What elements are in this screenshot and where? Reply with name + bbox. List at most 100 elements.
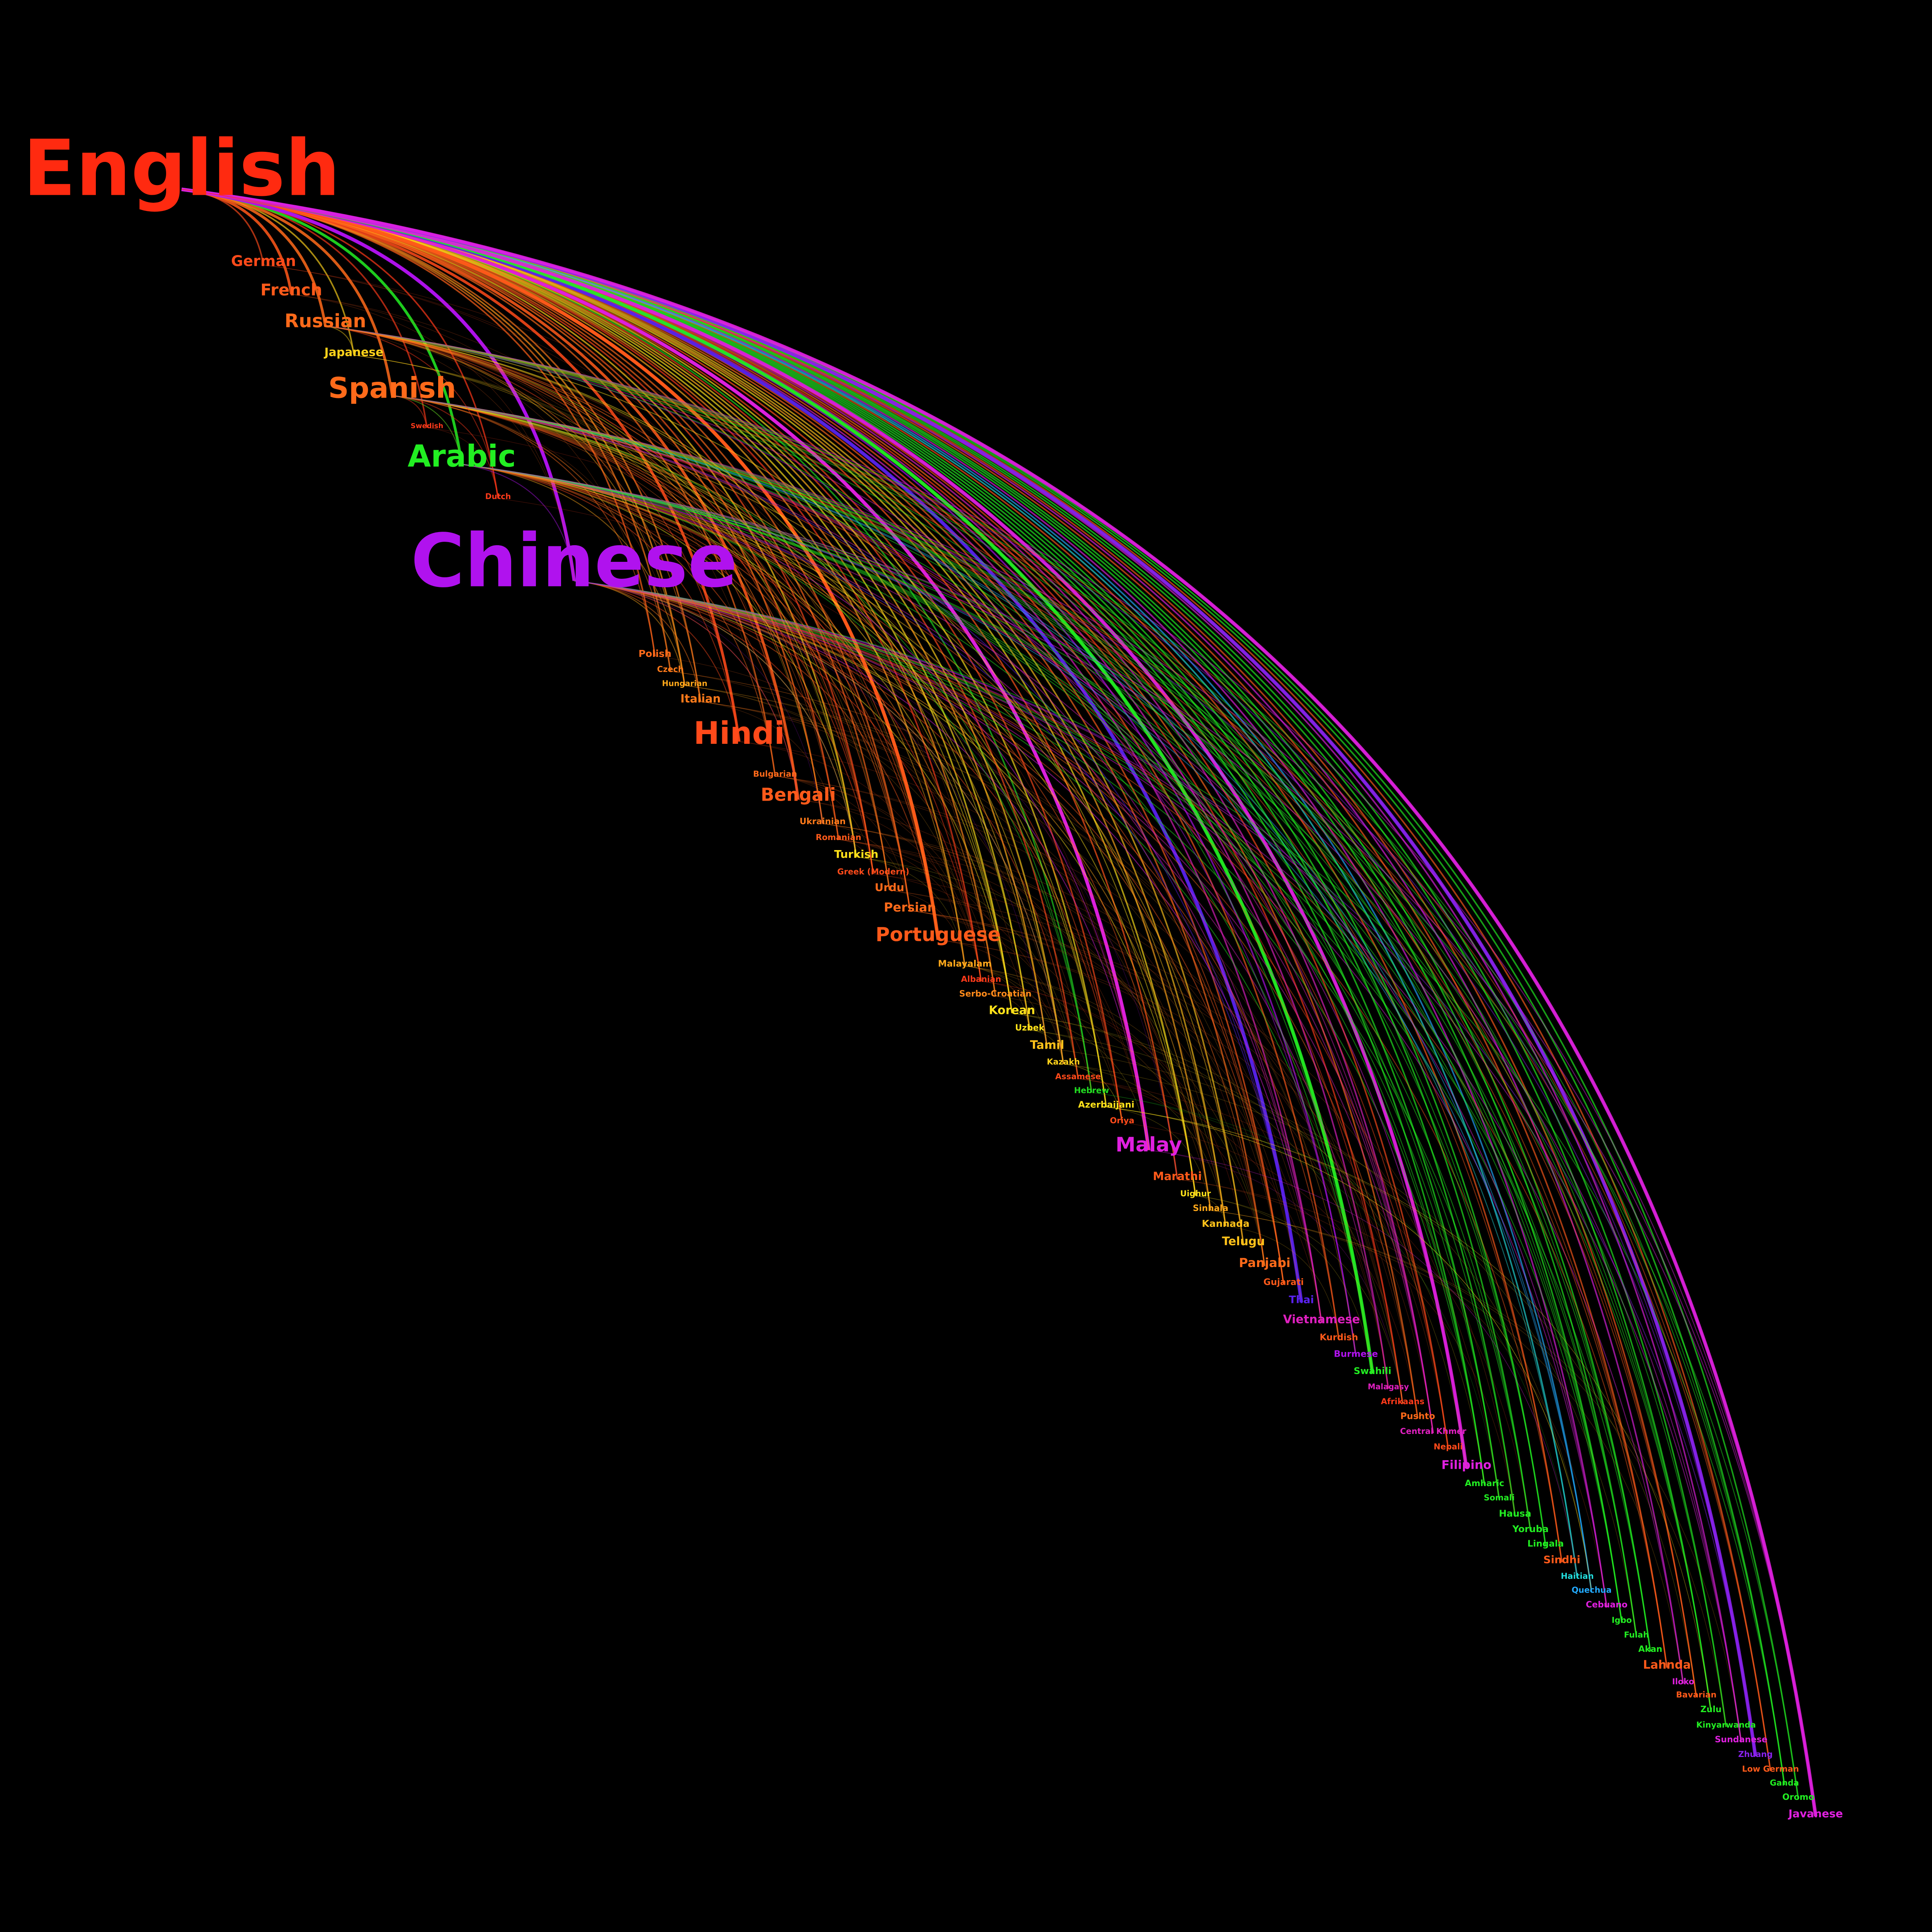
- arc-russian-to-serbo-croatian: [325, 325, 996, 996]
- arc-chinese-to-hungarian: [574, 580, 685, 686]
- arc-bulgarian-to-persian: [775, 776, 910, 911]
- arc-russian-to-hungarian: [325, 325, 685, 686]
- arc-english-to-turkish: [181, 189, 857, 857]
- arc-spanish-to-javanese: [392, 395, 1816, 1816]
- label-amharic: Amharic: [1465, 1479, 1504, 1488]
- arc-russian-to-ganda: [325, 325, 1785, 1785]
- arc-uighur-to-afrikaans: [1195, 1195, 1403, 1404]
- label-quechua: Quechua: [1571, 1585, 1612, 1595]
- arc-chinese-to-iloko: [574, 580, 1684, 1684]
- arc-spanish-to-hebrew: [392, 395, 1092, 1093]
- arc-swedish-to-dutch: [427, 427, 498, 499]
- arc-romanian-to-albanian: [838, 839, 981, 981]
- arc-arabic-to-turkish: [461, 464, 857, 857]
- arc-chinese-to-kurdish: [574, 580, 1340, 1340]
- arc-arabic-to-serbo-croatian: [461, 464, 996, 996]
- arc-azerbaijani-to-bavarian: [1106, 1106, 1697, 1697]
- arc-malayalam-to-kannada: [964, 965, 1226, 1226]
- label-greek-modern-: Greek (Modern): [837, 867, 909, 876]
- arc-russian-to-lingala: [325, 325, 1546, 1546]
- label-french: French: [260, 281, 322, 299]
- arc-tamil-to-quechua: [1047, 1048, 1592, 1592]
- label-burmese: Burmese: [1334, 1349, 1378, 1359]
- arc-persian-to-vietnamese: [910, 910, 1322, 1323]
- arc-russian-to-ukrainian: [325, 325, 823, 824]
- arc-english-to-tamil: [181, 189, 1048, 1048]
- label-hindi: Hindi: [694, 715, 785, 751]
- arc-chinese-to-uighur: [574, 580, 1196, 1196]
- label-malagasy: Malagasy: [1368, 1382, 1409, 1391]
- arc-malay-to-afrikaans: [1148, 1150, 1403, 1404]
- arc-arabic-to-hindi: [461, 464, 740, 742]
- arc-sinhala-to-iloko: [1210, 1210, 1684, 1684]
- arc-chinese-to-nepali: [574, 580, 1449, 1449]
- arc-czech-to-kazakh: [670, 671, 1064, 1064]
- arc-arabic-to-sundanese: [461, 464, 1742, 1742]
- arc-chinese-to-turkish: [574, 580, 857, 857]
- arc-spanish-to-lahnda: [392, 395, 1668, 1668]
- arc-chinese-to-lahnda: [574, 580, 1668, 1668]
- arc-russian-to-somali: [325, 325, 1500, 1500]
- arc-russian-to-sindhi: [325, 325, 1563, 1563]
- arc-kannada-to-kurdish: [1225, 1226, 1339, 1340]
- arc-spanish-to-persian: [392, 395, 911, 911]
- arc-french-to-bengali: [291, 294, 799, 800]
- arc-arabic-to-bulgarian: [461, 464, 776, 776]
- arc-chinese-to-hindi: [574, 580, 740, 742]
- arc-spanish-to-arabic: [392, 395, 463, 464]
- arc-italian-to-hebrew: [700, 701, 1092, 1093]
- arc-spanish-to-dutch: [392, 395, 499, 499]
- label-javanese: Javanese: [1787, 1807, 1843, 1820]
- arc-russian-to-uzbek: [325, 325, 1031, 1030]
- arc-malayalam-to-oriya: [964, 965, 1122, 1123]
- arc-romanian-to-malay: [838, 839, 1149, 1150]
- arc-turkish-to-assamese: [856, 856, 1078, 1079]
- arc-chinese-to-sundanese: [574, 580, 1742, 1742]
- arc-chinese-to-ukrainian: [574, 580, 823, 824]
- arc-spanish-to-hungarian: [392, 395, 685, 686]
- arc-spanish-to-kazakh: [392, 395, 1064, 1064]
- label-malay: Malay: [1116, 1133, 1182, 1156]
- arc-russian-to-bengali: [325, 325, 799, 800]
- arc-chinese-to-vietnamese: [574, 580, 1322, 1323]
- arc-english-to-polish: [181, 189, 655, 656]
- label-thai: Thai: [1289, 1294, 1314, 1306]
- arc-bulgarian-to-serbo-croatian: [775, 776, 996, 996]
- arc-russian-to-persian: [325, 325, 911, 911]
- label-arabic: Arabic: [408, 439, 516, 474]
- label-russian: Russian: [284, 310, 366, 332]
- label-hebrew: Hebrew: [1074, 1086, 1109, 1095]
- arc-uighur-to-kannada: [1195, 1195, 1226, 1226]
- arc-russian-to-italian: [325, 325, 701, 702]
- arc-persian-to-nepali: [910, 910, 1449, 1449]
- arc-arabic-to-hungarian: [461, 464, 685, 686]
- arc-bengali-to-malay: [798, 799, 1149, 1150]
- arc-arabic-to-fulah: [461, 464, 1637, 1637]
- arc-russian-to-hindi: [325, 325, 740, 742]
- arc-turkish-to-kannada: [856, 856, 1226, 1226]
- arc-uzbek-to-amharic: [1029, 1029, 1485, 1486]
- arc-malay-to-haitian: [1148, 1150, 1578, 1578]
- arc-hindi-to-malayalam: [739, 741, 965, 966]
- arc-russian-to-igbo: [325, 325, 1622, 1622]
- label-oriya: Oriya: [1110, 1116, 1134, 1125]
- label-low-german: Low German: [1742, 1764, 1799, 1774]
- arc-turkish-to-malayalam: [856, 856, 965, 966]
- arc-spanish-to-gujarati: [392, 395, 1284, 1284]
- arc-chinese-to-marathi: [574, 580, 1178, 1179]
- arc-english-to-swahili: [181, 187, 1374, 1374]
- arc-azerbaijani-to-quechua: [1106, 1106, 1592, 1592]
- arc-spanish-to-kinyarwanda: [392, 395, 1727, 1727]
- arc-spanish-to-lingala: [392, 395, 1546, 1546]
- arc-assamese-to-panjabi: [1078, 1078, 1265, 1266]
- label-gujarati: Gujarati: [1264, 1277, 1304, 1287]
- arc-arabic-to-yoruba: [461, 464, 1531, 1531]
- arc-french-to-hungarian: [291, 294, 685, 686]
- label-turkish: Turkish: [834, 848, 879, 861]
- label-ganda: Ganda: [1770, 1778, 1799, 1787]
- label-malayalam: Malayalam: [938, 959, 992, 969]
- label-lahnda: Lahnda: [1643, 1658, 1691, 1672]
- arc-japanese-to-turkish: [354, 355, 857, 857]
- arc-spanish-to-malayalam: [392, 395, 966, 966]
